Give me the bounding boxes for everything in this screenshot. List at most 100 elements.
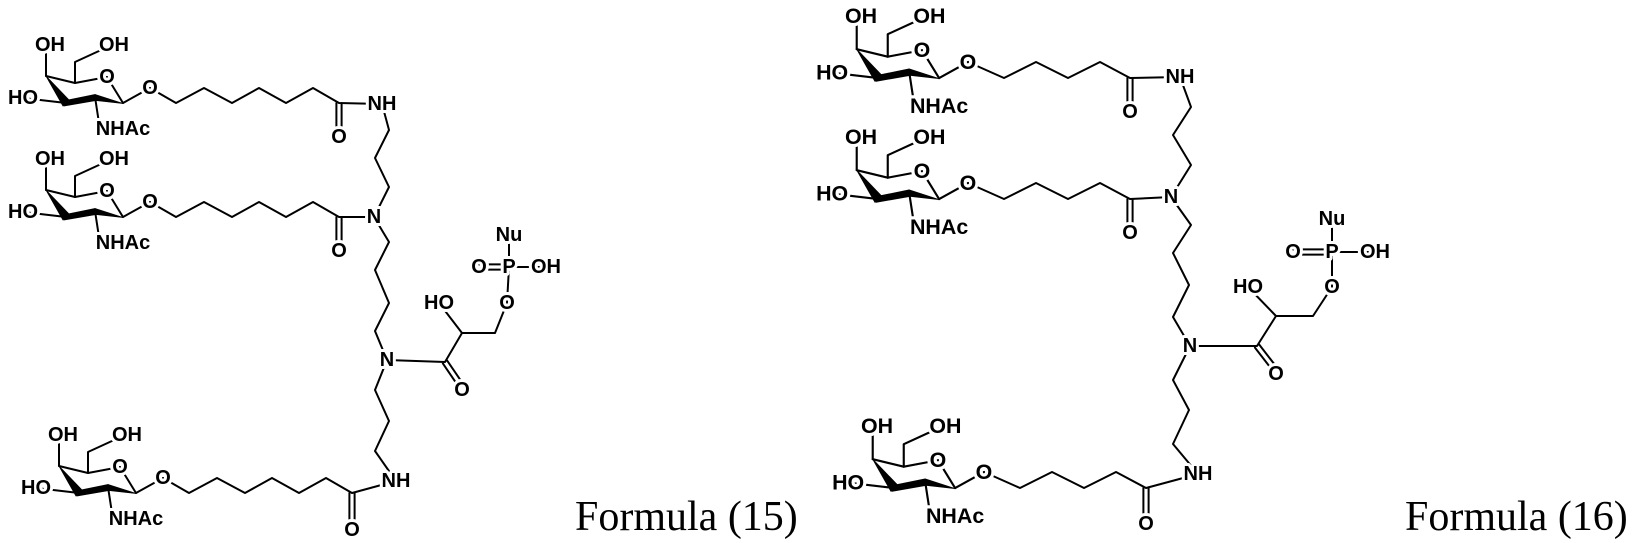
c3-hydroxyl-bond [22, 211, 67, 218]
c4-hydroxyl-label: OH [48, 424, 78, 446]
c4-hydroxyl-label: OH [861, 414, 893, 438]
f15-arm-3-linker [162, 477, 397, 494]
f15-nh-3: NH [382, 470, 411, 492]
c6-hydroxymethyl-bond [87, 434, 126, 474]
c3-c2-bold-bond [875, 68, 911, 82]
f15-butyl-spacer [373, 216, 390, 361]
acetamido-label: NHAc [96, 232, 150, 254]
glycosidic-oxygen-label: O [960, 171, 977, 195]
f15-glycerol-hydroxyl-bond [438, 302, 463, 334]
f16-phosphate-hydroxyl-label: OH [1360, 241, 1390, 263]
c3-hydroxyl-bond [831, 71, 880, 80]
glycosidic-oxygen-label: O [155, 467, 171, 489]
f15-arm-2-carbonyl-oxygen-label: O [331, 240, 347, 262]
acetamido-label: NHAc [926, 504, 984, 528]
c6-hydroxymethyl-bond [74, 44, 113, 84]
c4-c5-bond [45, 189, 76, 198]
f15-amide-oxygen-label: O [454, 379, 470, 401]
ring-oxygen-label: O [112, 456, 128, 478]
formula-15-caption: Formula (15) [575, 494, 798, 540]
c3-c2-bold-bond [76, 484, 110, 497]
f15-ester-oxygen-label: O [499, 292, 515, 314]
ring-oxygen-c1-bond [920, 170, 941, 201]
c3-hydroxyl-label: HO [816, 61, 848, 85]
bond-layer [22, 14, 1376, 527]
f16-glycerol-hydroxyl-bond [1247, 286, 1277, 317]
c3-hydroxyl-label: HO [832, 471, 864, 495]
c3-hydroxyl-label: HO [8, 201, 38, 223]
ring-oxygen-c1-bond [920, 49, 941, 80]
f16-arm-2-carbonyl-oxygen-label: O [1122, 222, 1138, 244]
ring-oxygen-c1-bond [119, 466, 137, 494]
f16-n-3: N [1183, 335, 1197, 357]
c6-hydroxymethyl-bond [886, 14, 929, 58]
glycosidic-bond [135, 477, 164, 494]
c2-acetamido-bond [94, 96, 100, 124]
c6-hydroxymethyl-bond [902, 424, 945, 468]
f16-phosphorus-label: P [1325, 241, 1338, 263]
c3-hydroxyl-label: HO [21, 477, 51, 499]
f16-glycerol-bonds [1189, 251, 1333, 347]
ring-oxygen-c1-bond [936, 459, 957, 490]
f16-amide-carbonyl-double-bond [1253, 346, 1273, 371]
c5-ring-oxygen-bond [886, 170, 924, 179]
c6-hydroxyl-label: OH [929, 414, 961, 438]
glycosidic-oxygen-label: O [142, 191, 158, 213]
c4-hydroxyl-label: OH [35, 148, 65, 170]
glycosidic-bond [938, 181, 970, 201]
glycosidic-bond [122, 87, 151, 104]
acetamido-label: NHAc [109, 508, 163, 530]
c4-c5-bond [58, 465, 89, 474]
f15-nh-1: NH [368, 93, 397, 115]
f15-n-2: N [367, 206, 381, 228]
glycosidic-oxygen-label: O [142, 77, 158, 99]
f16-butyl-spacer [1170, 196, 1192, 347]
f15-arm-3-carbonyl-oxygen-label: O [344, 519, 360, 541]
acetamido-label: NHAc [910, 215, 968, 239]
c3-hydroxyl-label: HO [8, 87, 38, 109]
c5-ring-oxygen-bond [902, 459, 940, 468]
c4-c5-bond [871, 458, 905, 468]
glycosidic-oxygen-label: O [960, 50, 977, 74]
c4-hydroxyl-label: OH [35, 34, 65, 56]
f16-amide-carbonyl-double-bond [1258, 343, 1278, 368]
c4-c5-bond [855, 48, 889, 58]
f15-n-3: N [380, 349, 394, 371]
f15-nucleophile-label: Nu [496, 224, 523, 246]
c4-hydroxyl-label: OH [845, 125, 877, 149]
f15-arm-1-linker [149, 87, 383, 105]
c2-acetamido-bond [908, 191, 915, 222]
f15-galnac-2-bonds [22, 158, 151, 238]
f15-amide-carbonyl-double-bond [441, 362, 459, 387]
f15-phosphate-hydroxyl-label: OH [531, 256, 561, 278]
c3-hydroxyl-bond [831, 192, 880, 201]
c5-ring-oxygen-bond [886, 49, 924, 58]
f15-propyl-spacer-2 [374, 359, 397, 482]
ring-oxygen-label: O [99, 180, 115, 202]
f16-galnac-1-bonds [831, 14, 970, 101]
f16-nucleophile-label: Nu [1319, 208, 1346, 230]
f15-arm-1-carbonyl-oxygen-label: O [331, 126, 347, 148]
c6-hydroxyl-label: OH [913, 4, 945, 28]
ring-oxygen-c1-bond [106, 190, 124, 218]
c5-ring-oxygen-bond [74, 76, 108, 84]
f15-phosphoryl-oxygen-label: O [471, 256, 487, 278]
c4-c5-bond [855, 169, 889, 179]
f16-amide-oxygen-label: O [1268, 363, 1284, 385]
f15-glycerol-bonds [386, 266, 510, 363]
f16-phosphoryl-oxygen-label: O [1285, 241, 1301, 263]
c3-c2-bold-bond [875, 189, 911, 203]
c6-hydroxymethyl-bond [74, 158, 113, 198]
c3-c2-bold-bond [63, 94, 97, 107]
f16-nh-1: NH [1166, 66, 1195, 88]
c6-hydroxyl-label: OH [99, 34, 129, 56]
glycosidic-bond [954, 470, 986, 490]
c3-hydroxyl-bond [847, 481, 896, 490]
